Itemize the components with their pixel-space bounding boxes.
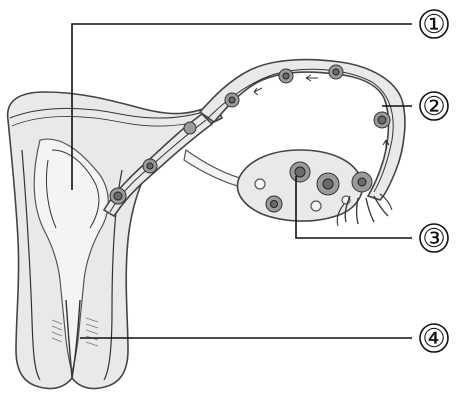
svg-text:①: ①	[422, 10, 445, 40]
label-3: ③	[420, 224, 448, 254]
ovary	[184, 150, 363, 221]
svg-text:④: ④	[422, 324, 445, 354]
svg-text:②: ②	[422, 92, 445, 122]
svg-text:③: ③	[422, 224, 445, 254]
label-2: ②	[420, 92, 448, 122]
label-4: ④	[420, 324, 448, 354]
label-1: ①	[420, 10, 448, 40]
